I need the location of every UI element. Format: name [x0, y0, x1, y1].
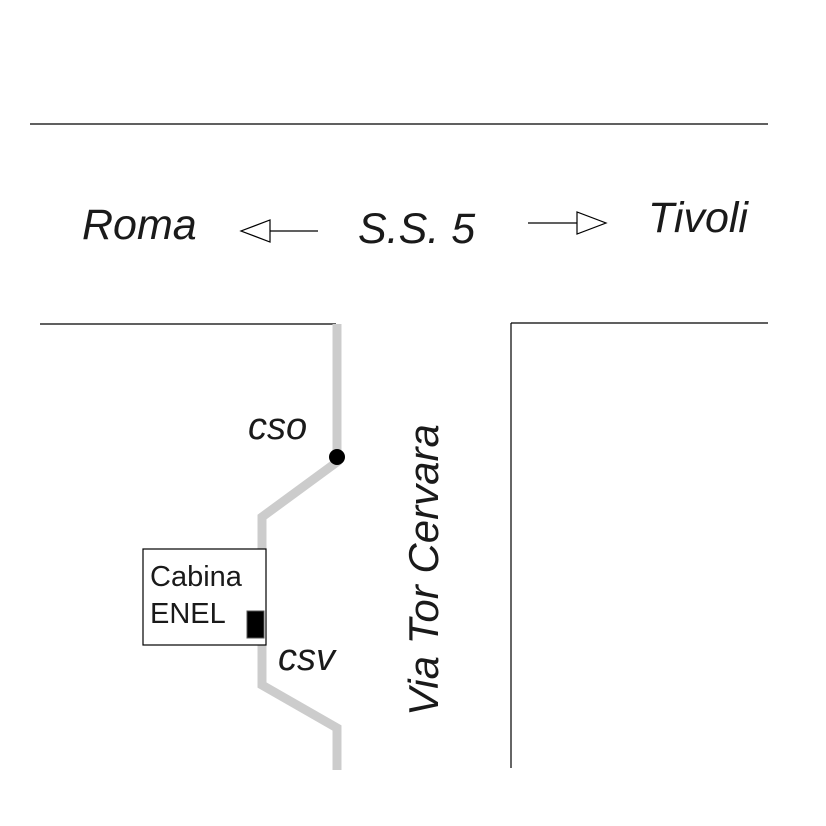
west-destination-label: Roma	[82, 201, 197, 249]
arrow-east-icon	[528, 211, 608, 235]
main-road-name-label: S.S. 5	[358, 205, 476, 253]
cable-label-upper: cso	[248, 406, 307, 448]
cable-label-lower: csv	[278, 637, 337, 679]
cable-junction-point	[329, 449, 345, 465]
substation-label-line2: ENEL	[150, 598, 226, 630]
arrow-west-icon	[239, 219, 318, 243]
side-road-name-label: Via Tor Cervara	[400, 424, 447, 716]
substation-box: Cabina ENEL	[142, 548, 267, 646]
cable-route	[257, 324, 342, 770]
substation-marker-icon	[246, 610, 265, 639]
substation-label-line1: Cabina	[150, 561, 243, 593]
east-destination-label: Tivoli	[648, 194, 749, 242]
